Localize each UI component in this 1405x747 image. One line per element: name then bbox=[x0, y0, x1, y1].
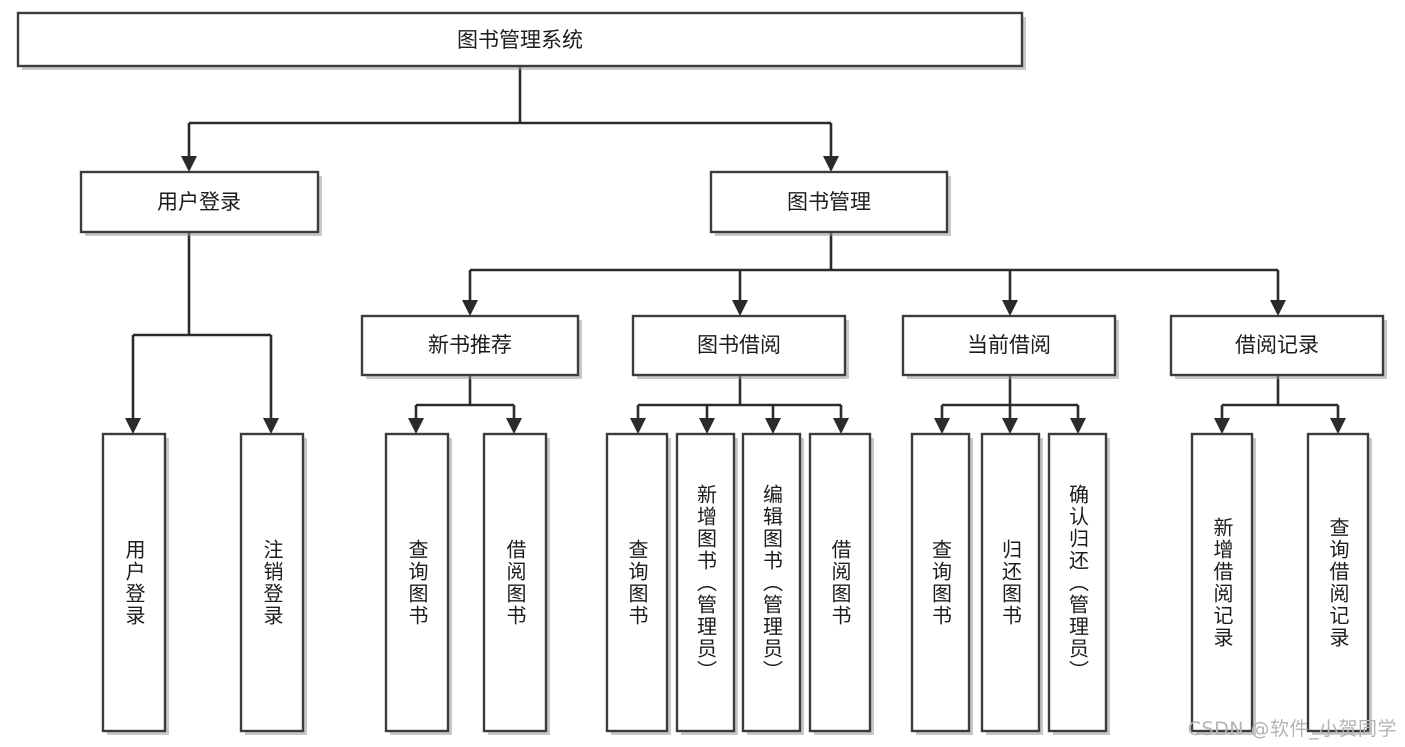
leaf-box-user-login-login[interactable] bbox=[101, 432, 169, 735]
node-current-borrow-label: 当前借阅 bbox=[967, 333, 1051, 357]
connector-userlogin-to-leaves bbox=[125, 232, 279, 434]
connector-borrowrecord-to-leaves bbox=[1214, 375, 1346, 434]
leaf-box-borrowrecord-query[interactable] bbox=[1306, 432, 1372, 735]
leaf-box-newbook-borrow[interactable] bbox=[482, 432, 550, 735]
connector-newbook-to-leaves bbox=[408, 375, 522, 434]
leaf-box-currentborrow-return[interactable] bbox=[980, 432, 1043, 735]
node-book-management-label: 图书管理 bbox=[787, 190, 871, 214]
node-new-book-recommend-label: 新书推荐 bbox=[428, 333, 512, 357]
leaf-box-user-login-logout[interactable] bbox=[239, 432, 307, 735]
node-book-borrow-label: 图书借阅 bbox=[697, 333, 781, 357]
leaf-box-bookborrow-add[interactable] bbox=[675, 432, 738, 735]
leaf-box-currentborrow-query[interactable] bbox=[910, 432, 973, 735]
connector-currentborrow-to-leaves bbox=[934, 375, 1086, 434]
node-current-borrow[interactable]: 当前借阅 bbox=[901, 314, 1119, 379]
node-borrow-record[interactable]: 借阅记录 bbox=[1169, 314, 1387, 379]
node-root-label: 图书管理系统 bbox=[457, 28, 583, 52]
node-book-borrow[interactable]: 图书借阅 bbox=[631, 314, 849, 379]
node-book-management[interactable]: 图书管理 bbox=[709, 170, 951, 236]
node-user-login[interactable]: 用户登录 bbox=[79, 170, 322, 236]
leaf-box-bookborrow-query[interactable] bbox=[605, 432, 671, 735]
leaf-box-bookborrow-edit[interactable] bbox=[741, 432, 804, 735]
csdn-watermark: CSDN @软件_小贺同学 bbox=[1187, 718, 1397, 740]
node-new-book-recommend[interactable]: 新书推荐 bbox=[360, 314, 582, 379]
leaf-box-newbook-query[interactable] bbox=[384, 432, 452, 735]
node-borrow-record-label: 借阅记录 bbox=[1235, 333, 1319, 357]
connector-root-to-level2 bbox=[181, 66, 839, 172]
node-root[interactable]: 图书管理系统 bbox=[16, 11, 1026, 70]
connector-bookmgmt-to-level3 bbox=[462, 232, 1286, 316]
node-user-login-label: 用户登录 bbox=[157, 190, 241, 214]
leaf-box-borrowrecord-add[interactable] bbox=[1190, 432, 1256, 735]
leaf-box-bookborrow-lend[interactable] bbox=[808, 432, 874, 735]
leaf-box-currentborrow-confirm[interactable] bbox=[1047, 432, 1110, 735]
connector-bookborrow-to-leaves bbox=[630, 375, 849, 434]
